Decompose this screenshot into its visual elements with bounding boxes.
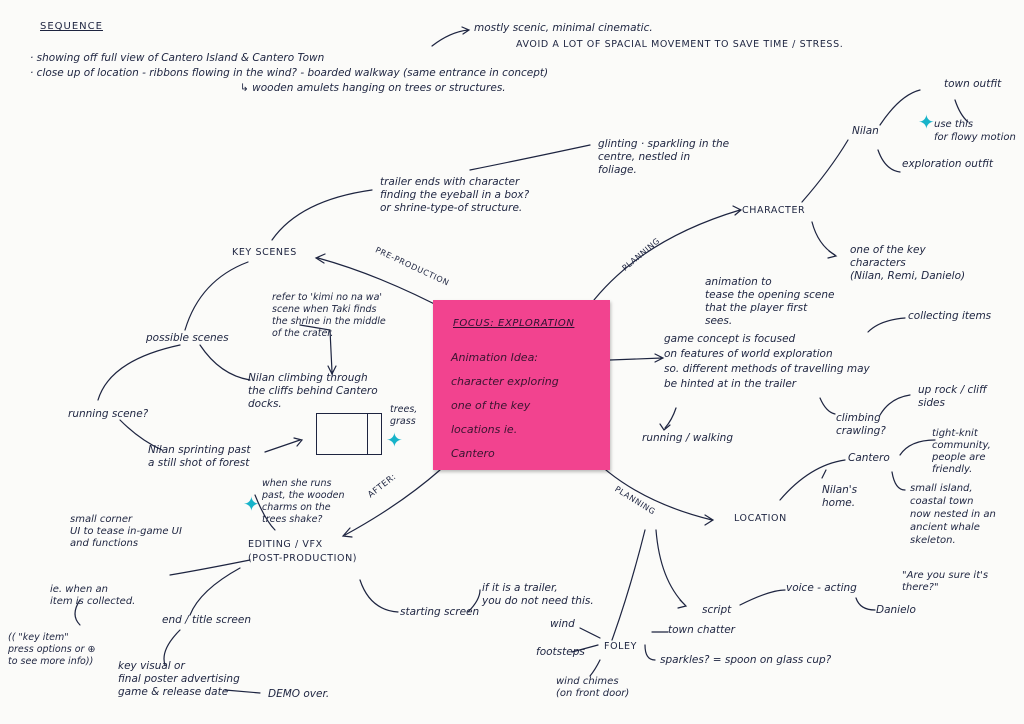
glint-note: glinting · sparkling in the centre, nest…: [598, 138, 730, 176]
demo-over: DEMO over.: [268, 688, 330, 700]
tease-opening-note: animation to tease the opening scene tha…: [705, 276, 835, 327]
key-scenes-label: KEY SCENES: [232, 247, 297, 258]
sticky-title: FOCUS: EXPLORATION: [453, 318, 575, 329]
cantero-label: Cantero: [848, 452, 890, 464]
collecting-items: collecting items: [908, 310, 992, 322]
nilan-label: Nilan: [852, 125, 879, 137]
editing-label: EDITING / VFX (POST-PRODUCTION): [248, 539, 358, 564]
ie-item-collected: ie. when an item is collected.: [50, 584, 136, 607]
running-walking: running / walking: [642, 432, 733, 444]
sequence-line-3: ↳ wooden amulets hanging on trees or str…: [240, 82, 506, 94]
sequence-heading: SEQUENCE: [40, 21, 103, 32]
danielo-label: Danielo: [876, 604, 916, 616]
sparkle-icon: ✦: [918, 110, 935, 134]
refer-note: refer to 'kimi no na wa' scene when Taki…: [272, 292, 386, 339]
sequence-line-2: · close up of location - ribbons flowing…: [30, 67, 549, 79]
use-this-note: use this for flowy motion: [934, 119, 1016, 143]
wooden-charms-note: when she runs past, the wooden charms on…: [262, 478, 345, 525]
location-label: LOCATION: [734, 513, 787, 524]
nilans-home: Nilan's home.: [822, 484, 858, 509]
sparkle-icon: ✦: [386, 428, 403, 452]
starting-screen: starting screen: [400, 606, 480, 618]
voice-acting: voice - acting: [786, 582, 857, 594]
sequence-note-scenic: mostly scenic, minimal cinematic.: [474, 22, 653, 34]
sticky-line-4: locations ie.: [451, 423, 518, 436]
sequence-note-avoid: AVOID A LOT OF SPACIAL MOVEMENT TO SAVE …: [516, 39, 844, 50]
sequence-line-1: · showing off full view of Cantero Islan…: [30, 52, 325, 64]
script-label: script: [702, 604, 732, 616]
climbing-scene: Nilan climbing through the cliffs behind…: [248, 372, 378, 410]
town-chatter: town chatter: [668, 624, 735, 636]
footsteps-label: footsteps: [536, 646, 585, 658]
sparkle-icon: ✦: [243, 492, 260, 516]
small-corner-ui: small corner UI to tease in-game UI and …: [70, 514, 182, 549]
sticky-line-5: Cantero: [451, 447, 495, 460]
small-island-note: small island, coastal town now nested in…: [910, 483, 996, 546]
sticky-line-2: character exploring: [451, 375, 559, 388]
sparkles-note: sparkles? = spoon on glass cup?: [660, 654, 832, 666]
running-scene: running scene?: [68, 408, 149, 420]
possible-scenes: possible scenes: [146, 332, 229, 344]
town-outfit: town outfit: [944, 78, 1002, 90]
game-concept-note: game concept is focused on features of w…: [664, 333, 870, 390]
character-label: CHARACTER: [742, 205, 806, 216]
key-visual-note: key visual or final poster advertising g…: [118, 660, 240, 698]
wind-chimes: wind chimes (on front door): [556, 676, 630, 699]
trees-grass-note: trees, grass: [390, 404, 418, 427]
trailer-note: if it is a trailer, you do not need this…: [482, 582, 594, 607]
up-rock-note: up rock / cliff sides: [918, 384, 987, 409]
tight-knit-note: tight-knit community, people are friendl…: [932, 428, 991, 475]
end-title-screen: end / title screen: [162, 614, 251, 626]
sticky-line-3: one of the key: [451, 399, 531, 412]
sticky-line-1: Animation Idea:: [451, 351, 539, 364]
foley-label: FOLEY: [604, 641, 638, 652]
sticky-note: FOCUS: EXPLORATION Animation Idea: chara…: [433, 300, 610, 470]
key-characters-note: one of the key characters (Nilan, Remi, …: [850, 244, 966, 282]
climbing-crawling: climbing crawling?: [836, 412, 886, 437]
scene-sketch: [316, 413, 382, 455]
key-item-note: (( "key item" press options or ⊕ to see …: [8, 632, 96, 667]
trailer-end-note: trailer ends with character finding the …: [380, 176, 530, 214]
are-you-sure-quote: "Are you sure it's there?": [902, 570, 989, 593]
sprinting-scene: Nilan sprinting past a still shot of for…: [148, 444, 251, 469]
wind-label: wind: [550, 618, 575, 630]
exploration-outfit: exploration outfit: [902, 158, 993, 170]
